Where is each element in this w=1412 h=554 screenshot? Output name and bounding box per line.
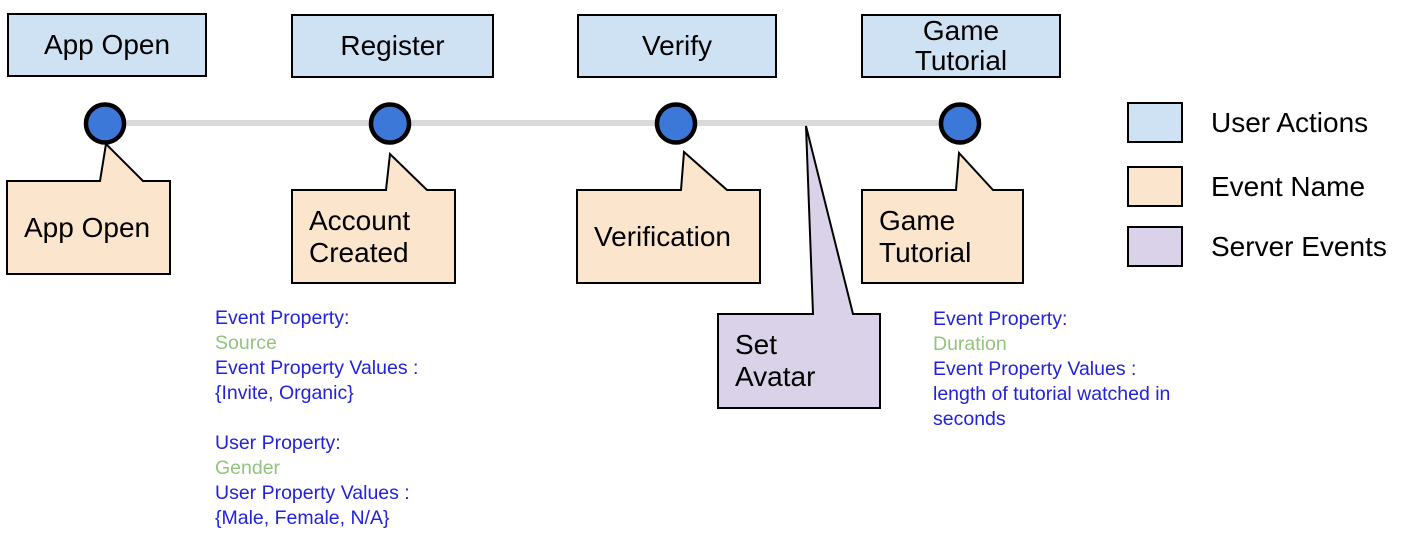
annotation-game-tutorial-properties: Event Property: Duration Event Property …	[933, 307, 1223, 432]
user-action-box-register: Register	[291, 14, 494, 78]
event-callout-label-game-tutorial: Game Tutorial	[862, 190, 1023, 283]
annotation-line	[215, 406, 505, 431]
legend-swatch-event-name	[1127, 166, 1183, 207]
event-name-line2: Tutorial	[879, 236, 972, 268]
timeline-marker-game-tutorial	[938, 102, 982, 145]
user-action-box-game-tutorial: Game Tutorial	[861, 14, 1061, 78]
event-name-line: App Open	[24, 211, 151, 243]
server-event-callout-label-set-avatar: Set Avatar	[718, 314, 880, 408]
user-action-label: App Open	[43, 29, 171, 60]
legend-item-event-name: Event Name	[1127, 166, 1365, 207]
annotation-line: Event Property Values :	[215, 357, 419, 379]
annotation-line: length of tutorial watched in	[933, 383, 1171, 405]
annotation-line: Duration	[933, 333, 1007, 355]
annotation-line: seconds	[933, 408, 1006, 430]
legend-swatch-user-actions	[1127, 102, 1183, 143]
user-action-label: Game	[922, 15, 1000, 46]
event-name-line: Game	[879, 204, 956, 236]
annotation-line: Event Property:	[933, 308, 1068, 330]
timeline-marker-register	[368, 102, 412, 145]
event-callout-label-account-created: Account Created	[292, 190, 455, 283]
timeline-marker-app-open	[83, 102, 127, 145]
legend-label: User Actions	[1211, 107, 1369, 138]
legend-swatch-server-events	[1127, 226, 1183, 267]
server-event-line: Set	[735, 329, 778, 360]
legend-label: Event Name	[1211, 171, 1366, 202]
event-name-line: Verification	[594, 220, 731, 252]
server-event-callout-shape	[717, 125, 881, 409]
event-callout-label-verification: Verification	[577, 190, 760, 283]
annotation-line: {Invite, Organic}	[215, 382, 354, 404]
event-name-line2: Created	[309, 236, 409, 268]
annotation-line: {Male, Female, N/A}	[215, 507, 390, 529]
user-action-label: Register	[340, 30, 445, 61]
annotation-line: User Property:	[215, 432, 341, 454]
event-callout-label-app-open: App Open	[7, 181, 170, 274]
user-action-label: Verify	[641, 30, 713, 61]
user-action-box-verify: Verify	[577, 14, 777, 78]
annotation-line: User Property Values :	[215, 482, 410, 504]
legend-label: Server Events	[1211, 231, 1387, 262]
event-callout-shape-app-open	[6, 141, 171, 275]
user-action-box-app-open: App Open	[7, 13, 207, 77]
annotation-line: Event Property Values :	[933, 358, 1137, 380]
legend-item-server-events: Server Events	[1127, 226, 1387, 267]
timeline-marker-verify	[654, 102, 698, 145]
user-action-label-line2: Tutorial	[914, 45, 1008, 76]
annotation-line: Source	[215, 332, 277, 354]
annotation-line: Event Property:	[215, 307, 350, 329]
event-name-line: Account	[309, 204, 411, 236]
annotation-account-created-properties: Event Property: Source Event Property Va…	[215, 306, 505, 531]
event-callout-shape-account-created	[291, 151, 456, 284]
annotation-line: Gender	[215, 457, 281, 479]
legend-item-user-actions: User Actions	[1127, 102, 1368, 143]
server-event-line2: Avatar	[735, 361, 816, 392]
event-callout-shape-game-tutorial	[861, 150, 1024, 284]
event-callout-shape-verification	[576, 149, 761, 284]
